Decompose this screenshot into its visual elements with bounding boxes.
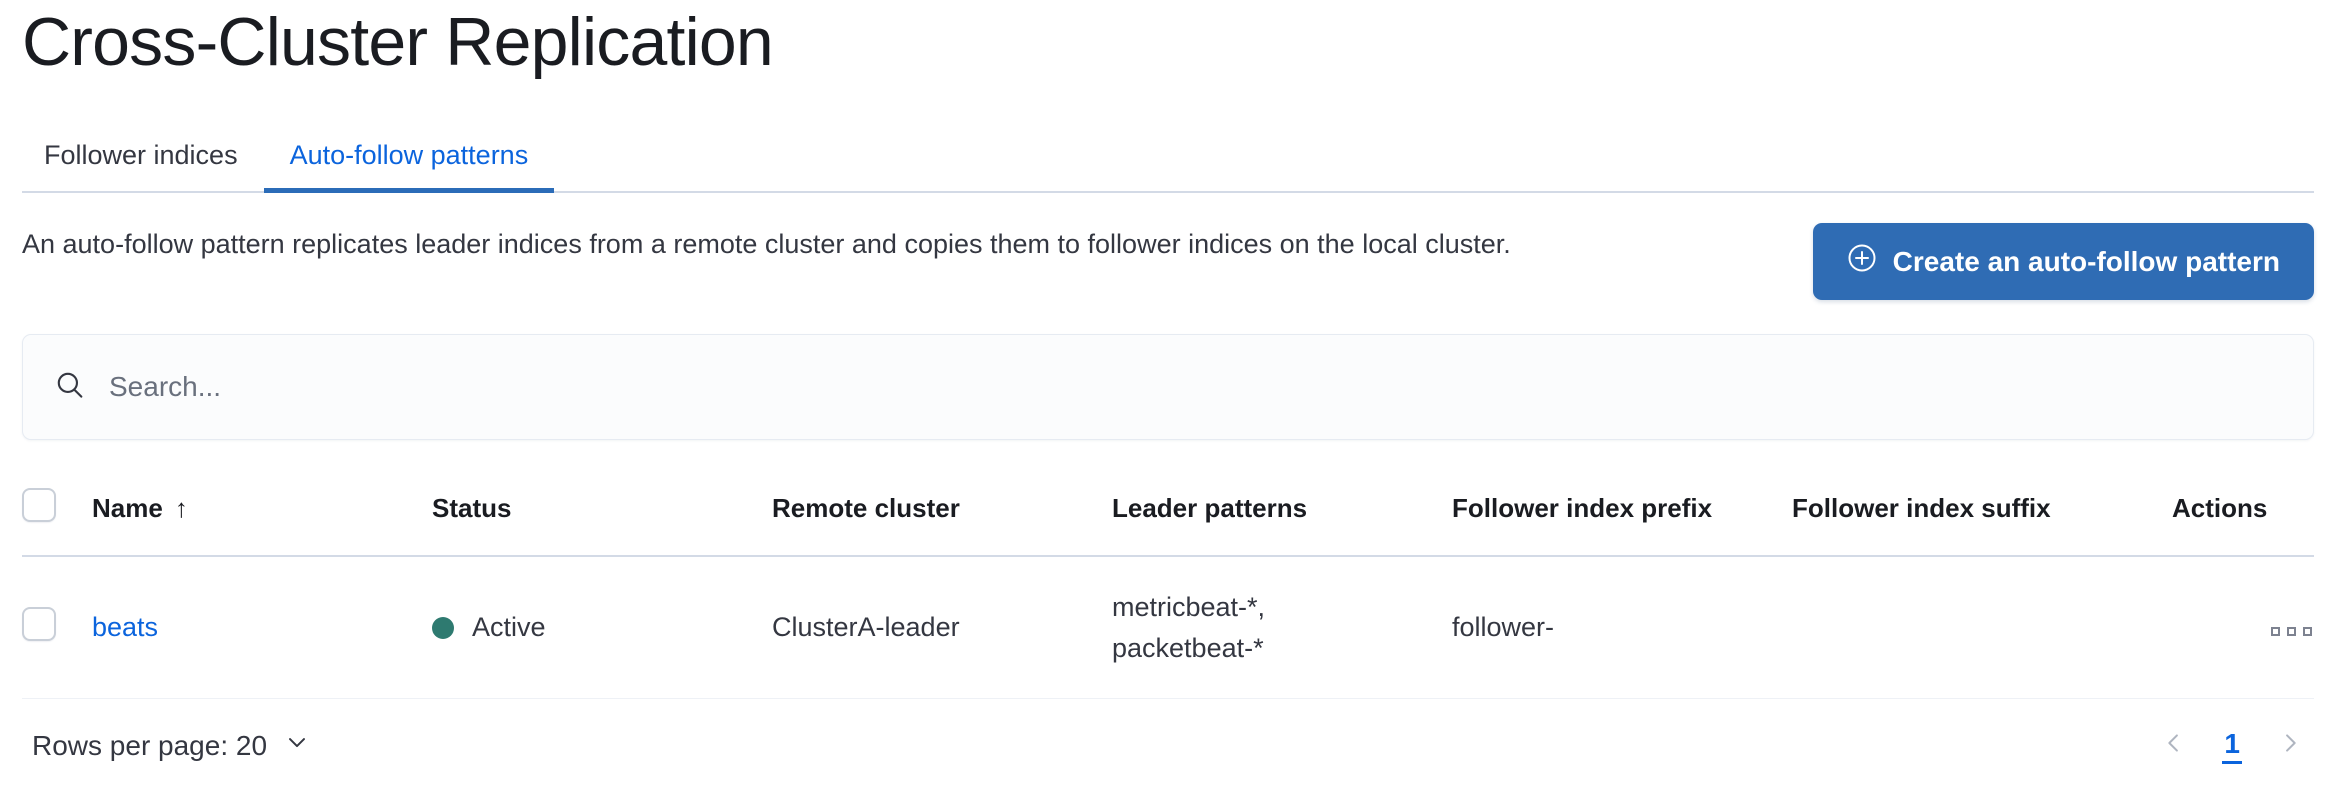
create-auto-follow-pattern-button[interactable]: Create an auto-follow pattern	[1812, 223, 2314, 301]
cell-follower-index-prefix: follower-	[1452, 556, 1792, 700]
column-header-name[interactable]: Name ↑	[92, 462, 432, 558]
plus-in-circle-icon	[1847, 243, 1877, 280]
cell-status: Active	[432, 556, 772, 700]
column-header-name-label: Name	[92, 493, 163, 524]
cell-actions	[2172, 556, 2314, 700]
cell-follower-index-suffix	[1792, 556, 2172, 700]
column-header-remote-cluster[interactable]: Remote cluster	[772, 462, 1112, 558]
intro-description: An auto-follow pattern replicates leader…	[22, 229, 1511, 260]
select-all-checkbox[interactable]	[22, 488, 56, 523]
chevron-down-icon	[283, 728, 311, 763]
chevron-left-icon[interactable]	[2160, 729, 2188, 762]
search-icon	[53, 368, 87, 407]
row-checkbox[interactable]	[22, 607, 56, 642]
pagination-page-1[interactable]: 1	[2222, 727, 2242, 765]
tab-bar: Follower indices Auto-follow patterns	[22, 119, 2314, 194]
column-header-actions: Actions	[2172, 462, 2314, 558]
search-bar[interactable]	[22, 334, 2314, 441]
search-input[interactable]	[109, 371, 2283, 404]
status-dot-icon	[432, 616, 454, 639]
pattern-name-link[interactable]: beats	[92, 612, 159, 643]
column-header-follower-index-prefix[interactable]: Follower index prefix	[1452, 462, 1792, 558]
status-badge: Active	[472, 612, 546, 643]
pagination: 1	[2160, 727, 2304, 765]
column-header-leader-patterns[interactable]: Leader patterns	[1112, 462, 1452, 558]
tab-follower-indices[interactable]: Follower indices	[22, 142, 264, 191]
table-footer: Rows per page: 20 1	[22, 727, 2314, 765]
cell-name: beats	[92, 556, 432, 700]
rows-per-page-label: Rows per page: 20	[32, 729, 268, 761]
select-all-header	[22, 462, 92, 558]
cell-leader-patterns: metricbeat-*, packetbeat-*	[1112, 556, 1452, 700]
tab-auto-follow-patterns[interactable]: Auto-follow patterns	[263, 142, 555, 194]
auto-follow-patterns-table: Name ↑ Status Remote cluster Leader patte…	[22, 462, 2314, 700]
cell-remote-cluster: ClusterA-leader	[772, 556, 1112, 700]
ellipsis-horizontal-icon[interactable]	[2269, 621, 2314, 642]
table-row: beats Active ClusterA-leader metricbeat-…	[22, 556, 2314, 700]
table-header-row: Name ↑ Status Remote cluster Leader patte…	[22, 462, 2314, 558]
page-title: Cross-Cluster Replication	[22, 4, 774, 80]
row-select-cell	[22, 556, 92, 700]
chevron-right-icon[interactable]	[2276, 729, 2304, 762]
column-header-follower-index-suffix[interactable]: Follower index suffix	[1792, 462, 2172, 558]
rows-per-page-selector[interactable]: Rows per page: 20	[32, 728, 311, 763]
intro-section: An auto-follow pattern replicates leader…	[22, 223, 2314, 301]
create-button-label: Create an auto-follow pattern	[1892, 245, 2280, 277]
sort-ascending-icon: ↑	[174, 493, 188, 524]
column-header-status[interactable]: Status	[432, 462, 772, 558]
